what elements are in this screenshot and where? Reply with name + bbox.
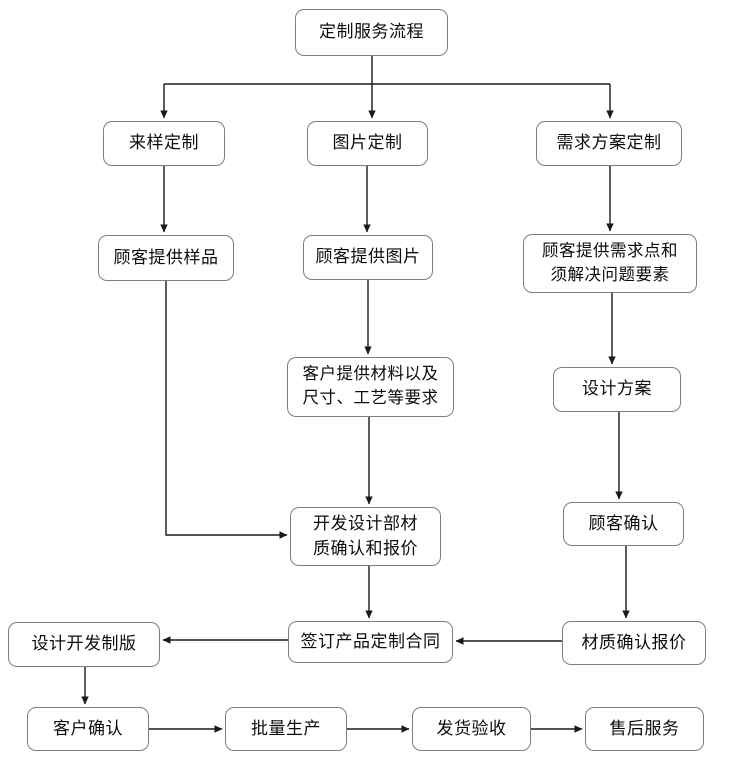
flow-node-after-sales-service: 售后服务 [585, 707, 704, 751]
flow-node-customer-provides-materials: 客户提供材料以及 尺寸、工艺等要求 [287, 357, 454, 417]
flow-node-design-development-plate-making: 设计开发制版 [8, 622, 160, 667]
flow-node-custom-service-process: 定制服务流程 [295, 9, 448, 56]
flow-node-material-confirm-quote: 材质确认报价 [562, 621, 706, 665]
flow-node-client-confirm: 客户确认 [27, 707, 149, 751]
flow-node-customer-confirm: 顾客确认 [563, 502, 684, 546]
flow-node-customer-provides-sample: 顾客提供样品 [98, 235, 234, 281]
flow-node-delivery-inspection: 发货验收 [412, 707, 531, 751]
flow-node-picture-customization: 图片定制 [307, 121, 428, 166]
flow-node-requirement-plan-customization: 需求方案定制 [536, 121, 682, 166]
flow-node-design-plan: 设计方案 [553, 367, 681, 412]
flow-node-customer-provides-requirements: 顾客提供需求点和 须解决问题要素 [523, 234, 697, 293]
arrow-provide-sample-to-dev-design [165, 281, 288, 539]
flow-node-dev-design-material-confirm-quote: 开发设计部材 质确认和报价 [290, 507, 441, 566]
flow-node-sign-product-contract: 签订产品定制合同 [288, 621, 453, 663]
flow-node-customer-provides-picture: 顾客提供图片 [303, 235, 433, 280]
flow-node-sample-customization: 来样定制 [103, 121, 225, 166]
flow-node-batch-production: 批量生产 [225, 707, 347, 751]
